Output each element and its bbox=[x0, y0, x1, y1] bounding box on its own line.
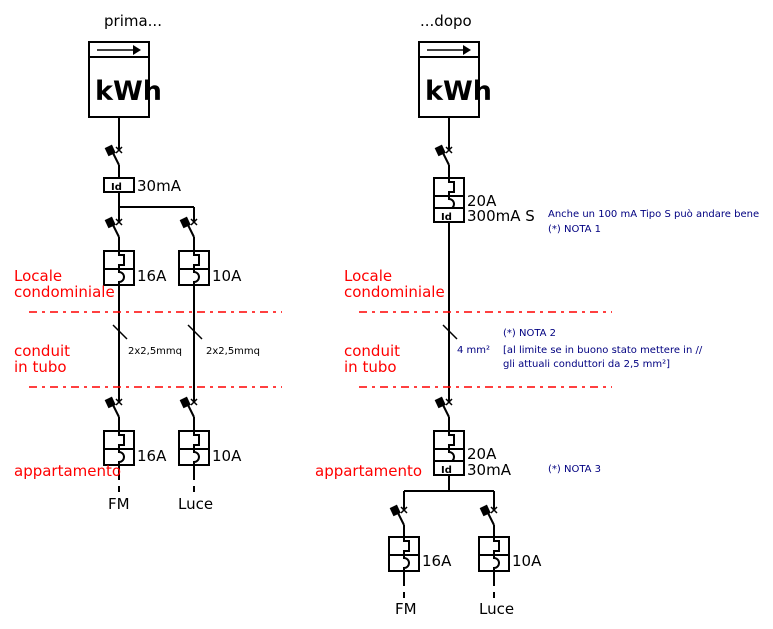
switch-icon bbox=[103, 394, 123, 422]
svg-text:(*) NOTA 1: (*) NOTA 1 bbox=[548, 224, 601, 235]
switch-icon bbox=[178, 214, 198, 242]
note-3: (*) NOTA 3 bbox=[548, 464, 601, 475]
note-2: (*) NOTA 2 bbox=[503, 328, 556, 339]
cable-size: 2x2,5mmq bbox=[206, 346, 260, 357]
breaker-rating: 10A bbox=[212, 447, 242, 465]
zone-label-conduit: conduit bbox=[14, 342, 70, 360]
zone-label-appartamento: appartamento bbox=[315, 462, 422, 480]
svg-text:condominiale: condominiale bbox=[14, 283, 115, 301]
zone-label-locale: Locale bbox=[14, 267, 62, 285]
breaker-rating: 10A bbox=[212, 267, 242, 285]
svg-text:[al limite se in buono stato m: [al limite se in buono stato mettere in … bbox=[503, 345, 703, 356]
switch-icon bbox=[433, 394, 453, 422]
home-breaker-rcd: Id 20A 30mA bbox=[433, 430, 512, 479]
switch-icon bbox=[478, 502, 498, 530]
svg-text:condominiale: condominiale bbox=[344, 283, 445, 301]
rcd-rating: 30mA bbox=[467, 461, 512, 479]
rcd-rating: 30mA bbox=[137, 177, 182, 195]
rcd-device: Id 30mA bbox=[103, 177, 182, 195]
svg-text:Id: Id bbox=[441, 212, 452, 223]
svg-text:in tubo: in tubo bbox=[14, 358, 67, 376]
breaker-icon bbox=[103, 250, 135, 286]
switch-icon bbox=[103, 214, 123, 242]
breaker-icon bbox=[178, 430, 210, 466]
switch-icon bbox=[433, 142, 453, 170]
breaker-rating: 16A bbox=[422, 552, 452, 570]
cable-size: 4 mm² bbox=[457, 345, 490, 356]
meter-label: kWh bbox=[95, 76, 162, 107]
switch-icon bbox=[388, 502, 408, 530]
load-label: Luce bbox=[479, 600, 514, 618]
breaker-icon bbox=[178, 250, 210, 286]
switch-icon bbox=[178, 394, 198, 422]
load-label: FM bbox=[395, 600, 417, 618]
load-label: FM bbox=[108, 495, 130, 513]
diagram-dopo: ...dopo kWh Id 20A 300mA S Anche un 100 … bbox=[315, 12, 759, 618]
rcd-rating: 300mA S bbox=[467, 207, 535, 225]
energy-meter: kWh bbox=[88, 41, 162, 118]
zone-label-appartamento: appartamento bbox=[14, 462, 121, 480]
svg-text:in tubo: in tubo bbox=[344, 358, 397, 376]
breaker-rating: 16A bbox=[137, 447, 167, 465]
zone-label-conduit: conduit bbox=[344, 342, 400, 360]
breaker-icon bbox=[388, 536, 420, 572]
diagram-title: prima... bbox=[104, 12, 162, 30]
breaker-rating: 20A bbox=[467, 445, 497, 463]
energy-meter: kWh bbox=[418, 41, 492, 118]
breaker-rating: 10A bbox=[512, 552, 542, 570]
breaker-rating: 20A bbox=[467, 192, 497, 210]
main-breaker-rcd: Id 20A 300mA S bbox=[433, 177, 535, 225]
breaker-icon bbox=[103, 430, 135, 466]
breaker-icon bbox=[478, 536, 510, 572]
svg-text:gli attuali conduttori da 2,5: gli attuali conduttori da 2,5 mm²] bbox=[503, 359, 670, 370]
svg-text:Id: Id bbox=[441, 465, 452, 476]
note-1: Anche un 100 mA Tipo S può andare bene bbox=[548, 208, 759, 220]
diagram-title: ...dopo bbox=[420, 12, 472, 30]
diagram-prima: prima... kWh Id 30mA 16A 2x2,5mmq bbox=[14, 12, 282, 513]
breaker-rating: 16A bbox=[137, 267, 167, 285]
zone-label-locale: Locale bbox=[344, 267, 392, 285]
load-label: Luce bbox=[178, 495, 213, 513]
meter-label: kWh bbox=[425, 76, 492, 107]
switch-icon bbox=[103, 142, 123, 170]
cable-size: 2x2,5mmq bbox=[128, 346, 182, 357]
svg-text:Id: Id bbox=[111, 182, 122, 193]
